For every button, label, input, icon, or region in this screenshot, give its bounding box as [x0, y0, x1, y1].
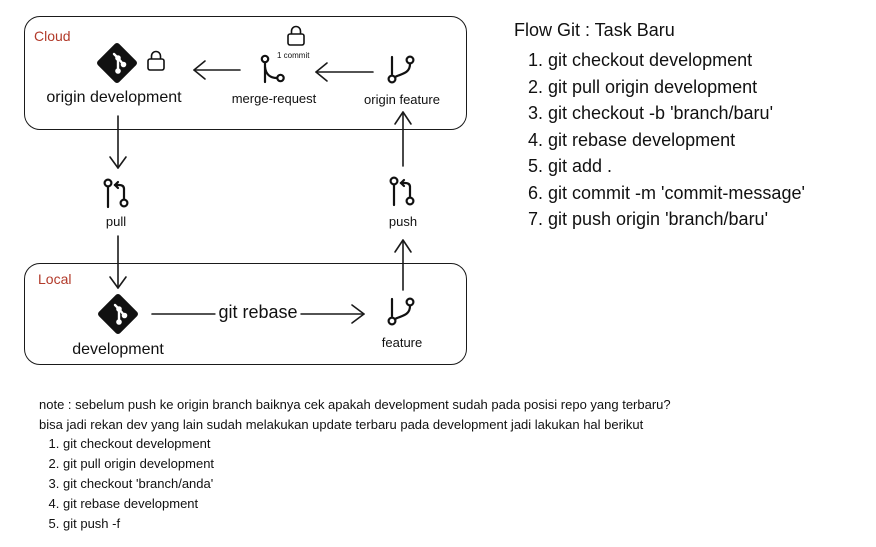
git-logo-icon — [97, 43, 137, 83]
arrow-merge-to-origin-development — [193, 60, 241, 80]
note-steps: git checkout development git pull origin… — [39, 434, 671, 534]
lock-icon — [287, 25, 305, 46]
cloud-label: Cloud — [34, 28, 71, 44]
pull-label: pull — [105, 214, 127, 229]
git-rebase-label: git rebase — [215, 302, 301, 323]
git-merge-icon — [260, 54, 285, 84]
git-pull-request-icon — [103, 178, 129, 209]
arrow-push-to-origin-feature — [394, 111, 412, 167]
flow-step: git rebase development — [548, 127, 805, 154]
cloud-box — [24, 16, 467, 130]
flow-step: git checkout development — [548, 47, 805, 74]
feature-label: feature — [381, 335, 423, 350]
local-label: Local — [38, 271, 72, 287]
note-step: git push -f — [63, 514, 671, 534]
arrow-pull-to-development — [109, 235, 127, 289]
git-logo-icon — [98, 294, 138, 334]
git-branch-icon — [387, 55, 415, 84]
merge-request-label: merge-request — [231, 91, 317, 106]
note-step: git rebase development — [63, 494, 671, 514]
flow-step: git commit -m 'commit-message' — [548, 180, 805, 207]
note-step: git checkout 'branch/anda' — [63, 474, 671, 494]
flow-title: Flow Git : Task Baru — [514, 20, 675, 40]
flow-step: git checkout -b 'branch/baru' — [548, 100, 805, 127]
lock-icon — [147, 50, 165, 71]
note-step: git pull origin development — [63, 454, 671, 474]
note-section: note : sebelum push ke origin branch bai… — [39, 395, 671, 534]
origin-feature-label: origin feature — [364, 92, 440, 107]
git-branch-icon — [387, 297, 415, 326]
development-label: development — [72, 341, 164, 358]
flow-step: git add . — [548, 153, 805, 180]
flow-steps: git checkout development git pull origin… — [514, 47, 805, 233]
flow-step: git pull origin development — [548, 74, 805, 101]
push-label: push — [388, 214, 418, 229]
note-line: bisa jadi rekan dev yang lain sudah mela… — [39, 416, 644, 432]
origin-development-label: origin development — [46, 89, 182, 106]
local-box — [24, 263, 467, 365]
flow-step: git push origin 'branch/baru' — [548, 206, 805, 233]
git-pull-request-icon — [389, 176, 415, 207]
arrow-origin-feature-to-merge — [315, 62, 374, 82]
arrow-feature-to-push — [394, 239, 412, 291]
flow-git-panel: Flow Git : Task Baru git checkout develo… — [514, 20, 805, 233]
merge-commit-count: 1 commit — [277, 51, 310, 60]
note-step: git checkout development — [63, 434, 671, 454]
note-line: note : sebelum push ke origin branch bai… — [39, 397, 671, 412]
arrow-origin-development-to-pull — [109, 115, 127, 169]
